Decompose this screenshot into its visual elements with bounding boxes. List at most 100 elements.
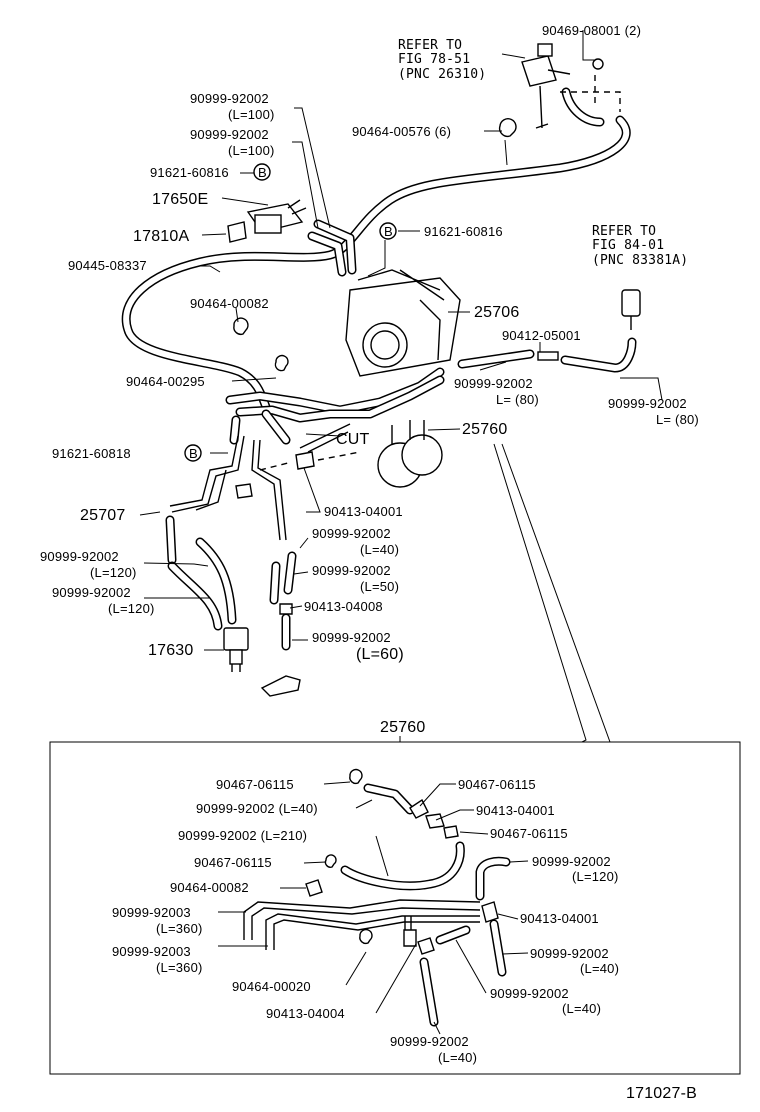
detail-label-90413-04001-a: 90413-04001: [476, 803, 555, 818]
clamp-90464-00082: [233, 317, 249, 336]
detail-label-90413-04001-b: 90413-04001: [520, 911, 599, 926]
label-90464-00576: 90464-00576 (6): [352, 124, 451, 139]
label-90999-92002-g-len: (L=50): [360, 579, 399, 594]
label-91621-60816-a: 91621-60816: [150, 165, 229, 180]
cut-marker: [259, 423, 361, 471]
detail-title: 25760: [380, 719, 426, 736]
label-90999-92002-e: 90999-92002: [312, 526, 391, 541]
refer-fig-84-01: REFER TO FIG 84-01 (PNC 83381A): [592, 224, 688, 268]
detail-leader-lines: [218, 781, 529, 1035]
b-bullet-icon: [184, 444, 202, 462]
label-90999-92002-i: 90999-92002: [312, 630, 391, 645]
label-17650E: 17650E: [152, 191, 208, 208]
label-91621-60816-b: 91621-60816: [424, 224, 503, 239]
detail-frame: [49, 741, 741, 1075]
upper-leader-lines: [50, 30, 740, 743]
label-cut: CUT: [336, 431, 370, 448]
detail-parts-drawing: [243, 768, 511, 1027]
detail-label-90999-92002-l40: 90999-92002 (L=40): [196, 801, 318, 816]
b-bullet-label: B: [384, 224, 393, 239]
label-90999-92002-b-len: (L=100): [228, 143, 275, 158]
label-17810A: 17810A: [133, 228, 189, 245]
label-90999-92002-i-len: (L=60): [356, 646, 404, 663]
label-90999-92002-e-len: (L=40): [360, 542, 399, 557]
b-bullet-icon: [379, 222, 397, 240]
label-90464-00082: 90464-00082: [190, 296, 269, 311]
detail-label-90999-92002-s-len: (L=40): [580, 961, 619, 976]
hoses-90999-92002-l100: [307, 219, 357, 277]
b-bullet-label: B: [258, 165, 267, 180]
label-17630: 17630: [148, 642, 194, 659]
detail-label-90999-92002-t: 90999-92002: [490, 986, 569, 1001]
refer-line-3: (PNC 83381A): [592, 253, 688, 268]
refer-line-1: REFER TO: [592, 224, 656, 239]
center-hoses: [225, 367, 445, 445]
detail-box-25760: 25760: [49, 719, 741, 1075]
detail-label-90999-92003-b: 90999-92003: [112, 944, 191, 959]
label-90999-92002-f: 90999-92002: [40, 549, 119, 564]
label-90413-04001: 90413-04001: [324, 504, 403, 519]
vsv-25760-body: [377, 420, 443, 488]
detail-label-90999-92002-u: 90999-92002: [390, 1034, 469, 1049]
lower-hoses: [165, 515, 297, 651]
detail-label-90467-06115-a: 90467-06115: [216, 777, 294, 792]
label-90412-05001: 90412-05001: [502, 328, 581, 343]
detail-label-90999-92003-b-len: (L=360): [156, 960, 203, 975]
label-90999-92002-h-len: (L=120): [108, 601, 155, 616]
label-90999-92002-c-len: L= (80): [496, 392, 539, 407]
canister-valve-component: [521, 43, 604, 129]
sensor-17630: [223, 627, 249, 672]
detail-label-90999-92003-a: 90999-92003: [112, 905, 191, 920]
label-25707: 25707: [80, 507, 126, 524]
refer-line-2: FIG 84-01: [592, 238, 664, 253]
detail-label-90999-92002-r-len: (L=120): [572, 869, 619, 884]
label-90464-00295: 90464-00295: [126, 374, 205, 389]
detail-label-90999-92002-s: 90999-92002: [530, 946, 609, 961]
detail-label-90464-00020: 90464-00020: [232, 979, 311, 994]
detail-label-90999-92002-u-len: (L=40): [438, 1050, 477, 1065]
b-bullets: B B B: [184, 163, 397, 462]
main-hose-90445-08337: [121, 115, 631, 417]
detail-label-90999-92002-t-len: (L=40): [562, 1001, 601, 1016]
clamp-90464-00576: [498, 118, 517, 138]
bottom-elbow-fitting: [260, 675, 301, 697]
refer-fig-78-51: REFER TO FIG 78-51 (PNC 26310): [398, 38, 486, 82]
detail-label-90999-92002-l210: 90999-92002 (L=210): [178, 828, 307, 843]
label-90999-92002-d-len: L= (80): [656, 412, 699, 427]
upper-assembly-drawing: [121, 43, 641, 697]
label-90999-92002-c: 90999-92002: [454, 376, 533, 391]
hose-to-fig-78-51: [560, 75, 621, 127]
label-90999-92002-a: 90999-92002: [190, 91, 269, 106]
detail-label-90467-06115-c: 90467-06115: [490, 826, 568, 841]
detail-label-90467-06115-d: 90467-06115: [194, 855, 272, 870]
label-90469-08001: 90469-08001 (2): [542, 23, 641, 38]
b-bullet-label: B: [189, 446, 198, 461]
label-90999-92002-a-len: (L=100): [228, 107, 275, 122]
refer-line-2: FIG 78-51: [398, 52, 470, 67]
label-90999-92002-f-len: (L=120): [90, 565, 137, 580]
vsv-17650E: [227, 199, 307, 243]
detail-label-90999-92003-a-len: (L=360): [156, 921, 203, 936]
label-25706: 25706: [474, 304, 520, 321]
right-hoses-and-filter: [457, 289, 641, 373]
label-25760: 25760: [462, 421, 508, 438]
throttle-body-and-bracket-25706: [345, 269, 461, 377]
label-90999-92002-d: 90999-92002: [608, 396, 687, 411]
detail-label-90464-00082: 90464-00082: [170, 880, 249, 895]
pipes-25707: [169, 435, 287, 541]
refer-line-1: REFER TO: [398, 38, 462, 53]
label-90445-08337: 90445-08337: [68, 258, 147, 273]
clamp-90464-00295: [274, 354, 289, 372]
b-bullet-icon: [253, 163, 271, 181]
label-90999-92002-b: 90999-92002: [190, 127, 269, 142]
label-90999-92002-g: 90999-92002: [312, 563, 391, 578]
label-91621-60818: 91621-60818: [52, 446, 131, 461]
detail-label-90413-04004: 90413-04004: [266, 1006, 345, 1021]
refer-line-3: (PNC 26310): [398, 67, 486, 82]
label-90999-92002-h: 90999-92002: [52, 585, 131, 600]
figure-code: 171027-B: [626, 1085, 697, 1102]
detail-label-90467-06115-b: 90467-06115: [458, 777, 536, 792]
label-90413-04008: 90413-04008: [304, 599, 383, 614]
detail-label-90999-92002-r: 90999-92002: [532, 854, 611, 869]
